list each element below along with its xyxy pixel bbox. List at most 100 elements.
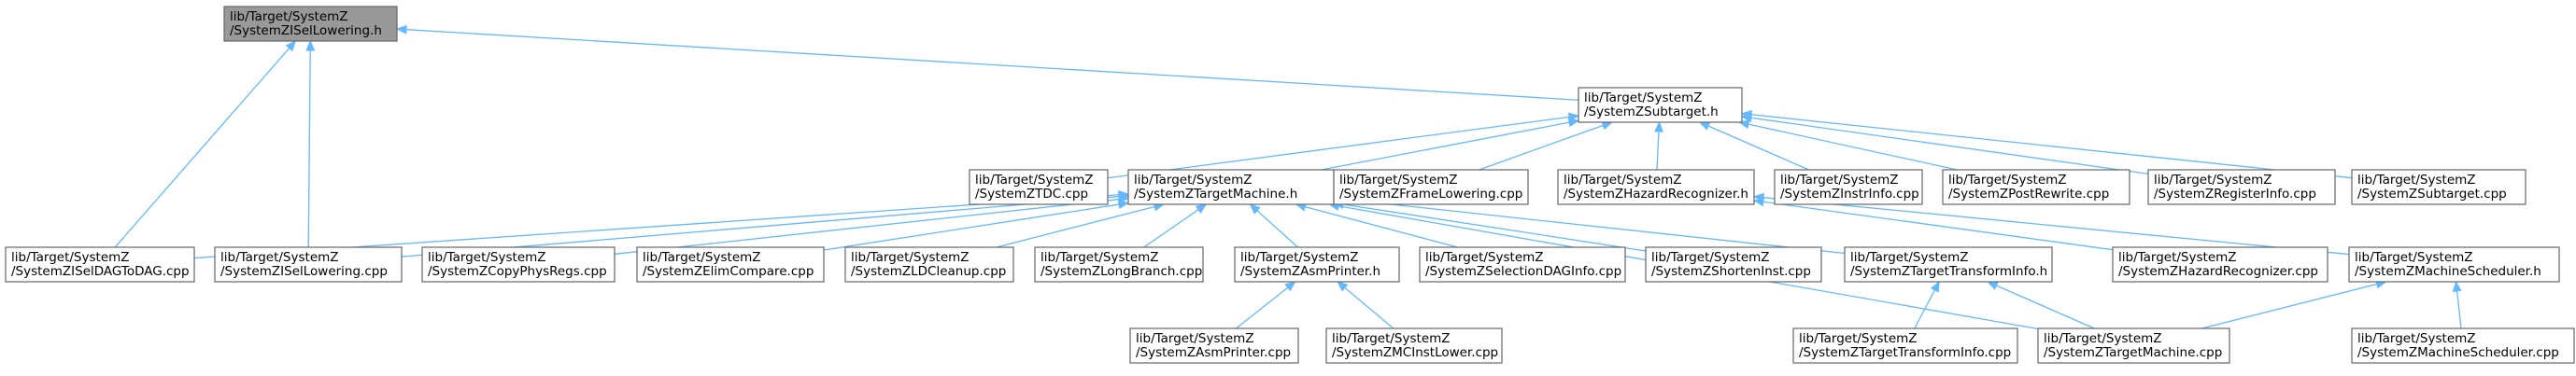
node-subtarget-h[interactable]: lib/Target/SystemZ/SystemZSubtarget.h — [1578, 87, 1743, 123]
edge-line — [1707, 125, 1809, 171]
node-ldcleanup-cpp[interactable]: lib/Target/SystemZ/SystemZLDCleanup.cpp — [844, 246, 1014, 283]
edge-targetmachine_cpp-to-targettransforminfo_h — [1987, 281, 2095, 329]
edge-targetmachine_h-to-subtarget_h — [1321, 118, 1580, 171]
arrowhead-icon — [1284, 281, 1296, 292]
edge-hazardrecognizer_h-to-subtarget_h — [1654, 120, 1663, 171]
node-path-label: lib/Target/SystemZ — [2357, 331, 2476, 346]
arrowhead-icon — [305, 39, 316, 51]
node-registerinfo-cpp[interactable]: lib/Target/SystemZ/SystemZRegisterInfo.c… — [2147, 169, 2336, 205]
arrowhead-icon — [1740, 109, 1752, 119]
node-box — [421, 246, 616, 283]
node-file-label: /SystemZCopyPhysRegs.cpp — [428, 264, 607, 279]
arrowhead-icon — [1601, 120, 1614, 131]
arrowhead-icon — [1195, 203, 1208, 215]
arrowhead-icon — [1249, 203, 1261, 215]
node-elimcompare-cpp[interactable]: lib/Target/SystemZ/SystemZElimCompare.cp… — [636, 246, 825, 283]
arrowhead-icon — [2452, 280, 2462, 292]
arrowhead-icon — [1567, 118, 1580, 128]
node-asmprinter-h[interactable]: lib/Target/SystemZ/SystemZAsmPrinter.h — [1234, 246, 1400, 283]
node-path-label: lib/Target/SystemZ — [1332, 331, 1451, 346]
node-instrinfo-cpp[interactable]: lib/Target/SystemZ/SystemZInstrInfo.cpp — [1774, 169, 1923, 205]
edge-machinescheduler_cpp-to-machinescheduler_h — [2452, 280, 2462, 329]
node-path-label: lib/Target/SystemZ — [1799, 331, 1918, 346]
node-hazardrecognizer-h[interactable]: lib/Target/SystemZ/SystemZHazardRecogniz… — [1557, 169, 1755, 205]
node-targetmachine-h[interactable]: lib/Target/SystemZ/SystemZTargetMachine.… — [1127, 169, 1335, 205]
edge-line — [2456, 290, 2462, 329]
node-selectiondaginfo-cpp[interactable]: lib/Target/SystemZ/SystemZSelectionDAGIn… — [1419, 246, 1626, 283]
node-path-label: lib/Target/SystemZ — [220, 250, 339, 265]
node-file-label: /SystemZAsmPrinter.h — [1240, 264, 1380, 279]
node-box — [969, 169, 1109, 205]
node-path-label: lib/Target/SystemZ — [851, 250, 970, 265]
node-tdc-cpp[interactable]: lib/Target/SystemZ/SystemZTDC.cpp — [969, 169, 1109, 205]
arrowhead-icon — [395, 24, 407, 35]
edge-asmprinter_h-to-targetmachine_h — [1249, 203, 1298, 248]
edge-line — [1762, 197, 2350, 256]
node-file-label: /SystemZLongBranch.cpp — [1040, 264, 1202, 279]
edge-iseldagtodag_cpp-to-root — [114, 40, 297, 248]
node-asmprinter-cpp[interactable]: lib/Target/SystemZ/SystemZAsmPrinter.cpp — [1129, 327, 1299, 364]
node-targettransforminfo-cpp[interactable]: lib/Target/SystemZ/SystemZTargetTransfor… — [1792, 327, 2018, 364]
node-box — [1325, 327, 1503, 364]
nodes-layer: lib/Target/SystemZ/SystemZISelLowering.h… — [5, 6, 2575, 364]
node-copyphysregs-cpp[interactable]: lib/Target/SystemZ/SystemZCopyPhysRegs.c… — [421, 246, 616, 283]
arrowhead-icon — [1752, 192, 1764, 202]
node-file-label: /SystemZTargetTransformInfo.h — [1850, 264, 2047, 279]
edge-line — [401, 195, 1120, 258]
node-framelowering-cpp[interactable]: lib/Target/SystemZ/SystemZFrameLowering.… — [1333, 169, 1529, 205]
node-shorteninst-cpp[interactable]: lib/Target/SystemZ/SystemZShortenInst.cp… — [1645, 246, 1822, 283]
node-subtarget-cpp[interactable]: lib/Target/SystemZ/SystemZSubtarget.cpp — [2351, 169, 2526, 205]
node-path-label: lib/Target/SystemZ — [11, 250, 130, 265]
node-machinescheduler-cpp[interactable]: lib/Target/SystemZ/SystemZMachineSchedul… — [2351, 327, 2575, 364]
node-box — [1645, 246, 1822, 283]
edge-line — [1256, 210, 1298, 248]
node-targetmachine-cpp[interactable]: lib/Target/SystemZ/SystemZTargetMachine.… — [2037, 327, 2230, 364]
arrowhead-icon — [1930, 280, 1940, 293]
node-box — [5, 246, 195, 283]
node-machinescheduler-h[interactable]: lib/Target/SystemZ/SystemZMachineSchedul… — [2348, 246, 2560, 283]
node-mcinstlower-cpp[interactable]: lib/Target/SystemZ/SystemZMCInstLower.cp… — [1325, 327, 1503, 364]
arrowhead-icon — [1337, 281, 1349, 292]
node-path-label: lib/Target/SystemZ — [1584, 91, 1703, 105]
node-root[interactable]: lib/Target/SystemZ/SystemZISelLowering.h — [223, 6, 398, 42]
edge-line — [1914, 289, 1936, 329]
node-postrewrite-cpp[interactable]: lib/Target/SystemZ/SystemZPostRewrite.cp… — [1942, 169, 2130, 205]
node-isellowering-cpp[interactable]: lib/Target/SystemZ/SystemZISelLowering.c… — [214, 246, 403, 283]
node-path-label: lib/Target/SystemZ — [1948, 173, 2067, 188]
node-path-label: lib/Target/SystemZ — [1339, 173, 1458, 188]
arrowhead-icon — [285, 40, 297, 52]
node-longbranch-cpp[interactable]: lib/Target/SystemZ/SystemZLongBranch.cpp — [1034, 246, 1204, 283]
node-path-label: lib/Target/SystemZ — [1136, 331, 1254, 346]
node-iseldagtodag-cpp[interactable]: lib/Target/SystemZ/SystemZISelDAGToDAG.c… — [5, 246, 195, 283]
edge-registerinfo_cpp-to-subtarget_h — [1740, 113, 2149, 175]
node-file-label: /SystemZMachineScheduler.h — [2355, 264, 2541, 279]
node-box — [1792, 327, 2018, 364]
node-file-label: /SystemZRegisterInfo.cpp — [2154, 187, 2316, 202]
node-path-label: lib/Target/SystemZ — [1040, 250, 1159, 265]
node-hazardrecognizer-cpp[interactable]: lib/Target/SystemZ/SystemZHazardRecogniz… — [2112, 246, 2328, 283]
node-box — [2351, 169, 2526, 205]
node-file-label: /SystemZISelDAGToDAG.cpp — [11, 264, 190, 279]
node-path-label: lib/Target/SystemZ — [1564, 173, 1682, 188]
edge-line — [1750, 114, 2353, 179]
edge-instrinfo_cpp-to-subtarget_h — [1698, 121, 1809, 171]
node-path-label: lib/Target/SystemZ — [643, 250, 761, 265]
node-file-label: /SystemZHazardRecognizer.h — [1564, 187, 1748, 202]
node-box — [214, 246, 403, 283]
edge-tdc_cpp-to-subtarget_h — [1107, 112, 1580, 179]
edge-mcinstlower_cpp-to-asmprinter_h — [1337, 281, 1394, 329]
arrowhead-icon — [1698, 121, 1711, 131]
node-box — [1578, 87, 1743, 123]
node-targettransforminfo-h[interactable]: lib/Target/SystemZ/SystemZTargetTransfor… — [1844, 246, 2053, 283]
node-path-label: lib/Target/SystemZ — [2044, 331, 2162, 346]
arrowhead-icon — [1117, 200, 1130, 210]
edge-line — [1143, 209, 1199, 248]
node-path-label: lib/Target/SystemZ — [2118, 250, 2237, 265]
edge-line — [405, 29, 1579, 101]
node-path-label: lib/Target/SystemZ — [230, 9, 348, 24]
edge-line — [1342, 203, 1647, 252]
edge-targetmachine_cpp-to-machinescheduler_h — [2201, 279, 2387, 329]
node-box — [1234, 246, 1400, 283]
node-box — [2112, 246, 2328, 283]
